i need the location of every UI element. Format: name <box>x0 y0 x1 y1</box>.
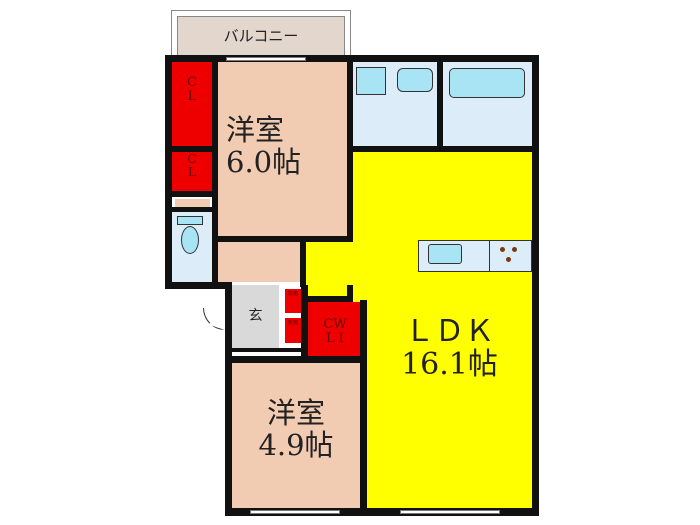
outer-wall <box>532 55 539 516</box>
closet-1 <box>172 62 212 146</box>
wall <box>437 62 443 152</box>
wall <box>218 236 353 242</box>
wall <box>212 62 218 282</box>
wall <box>347 62 353 242</box>
wall <box>301 285 308 360</box>
shelf <box>175 199 210 207</box>
window <box>226 57 306 61</box>
toilet-tank <box>177 216 203 225</box>
shoe-box-2 <box>285 318 301 343</box>
walk-in-closet <box>308 302 360 356</box>
bathtub <box>449 68 525 98</box>
wall <box>308 296 352 302</box>
wall <box>347 285 353 302</box>
washing-machine <box>397 68 433 92</box>
ldk-main <box>367 300 532 508</box>
entrance-label: 玄 <box>248 308 263 324</box>
wall <box>232 348 307 352</box>
entrance <box>232 285 279 348</box>
window <box>250 510 340 514</box>
shoe-box-2-label: 靴箱 <box>287 320 298 326</box>
wall <box>353 146 532 152</box>
outer-wall <box>165 282 232 289</box>
wall <box>232 356 367 363</box>
entrance-door[interactable] <box>203 308 225 330</box>
balcony-label: バルコニー <box>223 27 299 45</box>
closet-2 <box>172 152 212 191</box>
burner-icon <box>512 247 517 252</box>
washbasin <box>356 67 386 95</box>
ldk-upper <box>353 152 532 242</box>
toilet-bowl <box>181 226 199 254</box>
outer-wall <box>165 55 539 62</box>
western-room-2 <box>232 363 360 508</box>
window <box>400 510 500 514</box>
shoe-box-1 <box>285 289 301 313</box>
outer-wall <box>165 55 172 289</box>
wall <box>172 146 218 152</box>
stove <box>489 241 531 271</box>
burner-icon <box>500 247 505 252</box>
kitchen-sink <box>428 244 462 264</box>
shoe-box-1-label: 靴箱 <box>287 291 298 297</box>
western-room-1 <box>218 62 347 236</box>
wall <box>360 300 367 510</box>
wall <box>300 242 306 287</box>
wall <box>172 207 218 212</box>
burner-icon <box>506 257 511 262</box>
wall <box>172 191 218 197</box>
hallway <box>218 242 301 282</box>
outer-wall <box>225 508 539 516</box>
outer-wall <box>225 282 232 516</box>
